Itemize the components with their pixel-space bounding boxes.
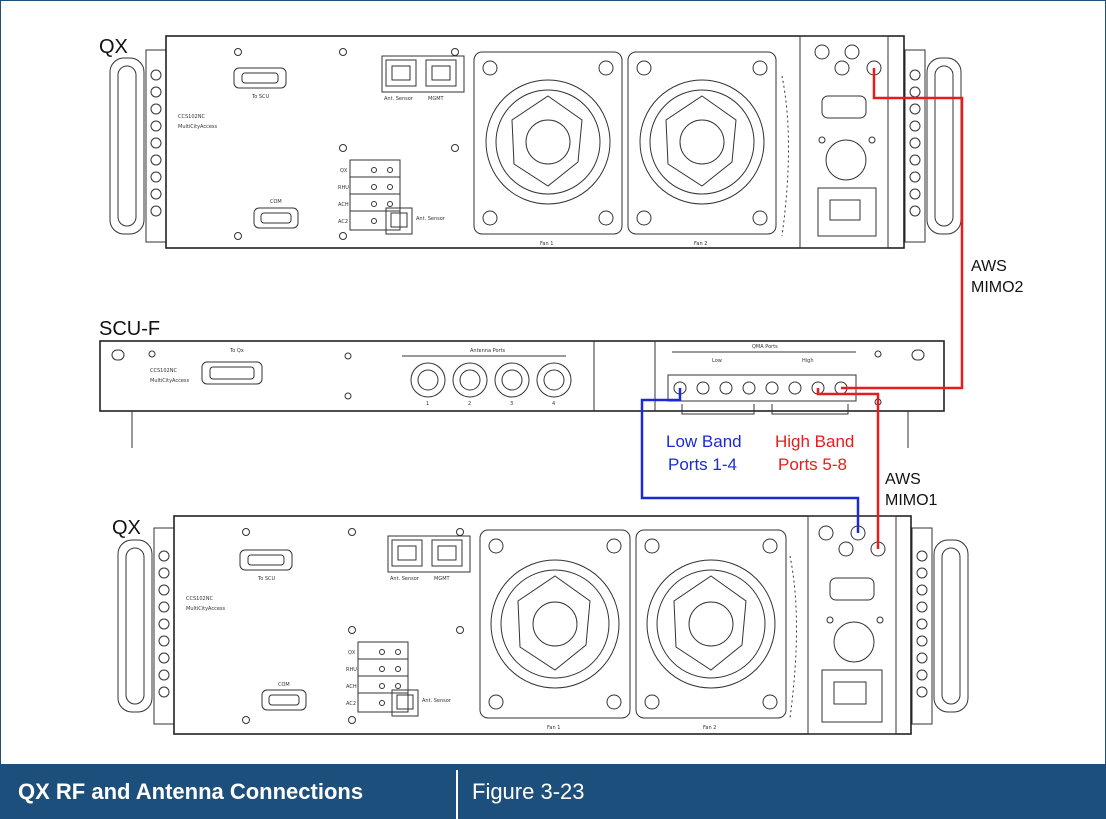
- svg-text:AC2: AC2: [338, 219, 348, 225]
- aws-mimo2-label-line1: AWS: [971, 258, 1007, 275]
- left-handle-bottom: [118, 528, 174, 724]
- svg-text:MultiCityAccess: MultiCityAccess: [186, 606, 226, 612]
- svg-text:Fan 1: Fan 1: [547, 725, 560, 731]
- connection-diagram: QX To SCU CCS102NC MultiCityAccess COM A…: [0, 0, 1106, 764]
- aws-mimo1-label-line2: MIMO1: [885, 492, 938, 509]
- svg-text:MultiCityAccess: MultiCityAccess: [150, 378, 190, 384]
- svg-text:High: High: [802, 358, 814, 364]
- svg-text:RHU: RHU: [338, 185, 349, 191]
- caption-divider: [456, 770, 458, 819]
- qx-top-unit: QX To SCU CCS102NC MultiCityAccess COM A…: [99, 36, 961, 248]
- svg-text:QX: QX: [348, 650, 356, 656]
- svg-text:Ant. Sensor: Ant. Sensor: [390, 576, 420, 582]
- svg-text:Ant. Sensor: Ant. Sensor: [416, 216, 446, 222]
- svg-text:4: 4: [552, 401, 555, 407]
- svg-text:Low: Low: [712, 358, 722, 364]
- svg-text:QMA Ports: QMA Ports: [752, 344, 778, 350]
- caption-bar: QX RF and Antenna Connections Figure 3-2…: [0, 764, 1106, 819]
- aws-mimo2-label-line2: MIMO2: [971, 279, 1024, 296]
- scu-label: SCU-F: [99, 318, 160, 340]
- svg-text:ACH: ACH: [338, 202, 349, 208]
- low-band-label-line1: Low Band: [666, 432, 742, 451]
- svg-text:COM: COM: [270, 199, 282, 205]
- svg-text:To SCU: To SCU: [257, 576, 276, 582]
- svg-text:COM: COM: [278, 682, 290, 688]
- svg-text:Fan 2: Fan 2: [703, 725, 716, 731]
- qx-bottom-unit: QX To SCU CCS102NC MultiCityAccess COM A…: [112, 516, 968, 734]
- svg-text:3: 3: [510, 401, 513, 407]
- svg-text:ACH: ACH: [346, 684, 357, 690]
- qx-top-label: QX: [99, 36, 128, 58]
- right-handle-bottom: [912, 528, 968, 724]
- svg-text:Ant. Sensor: Ant. Sensor: [384, 96, 414, 102]
- low-band-label-line2: Ports 1-4: [668, 455, 737, 474]
- svg-text:RHU: RHU: [346, 667, 357, 673]
- right-handle-top: [905, 50, 961, 242]
- svg-text:1: 1: [426, 401, 429, 407]
- svg-text:Antenna Ports: Antenna Ports: [470, 348, 506, 354]
- svg-text:Ant. Sensor: Ant. Sensor: [422, 698, 452, 704]
- svg-text:2: 2: [468, 401, 471, 407]
- left-handle-top: [110, 50, 166, 242]
- svg-text:CCS102NC: CCS102NC: [150, 368, 177, 374]
- svg-text:CCS102NC: CCS102NC: [178, 114, 205, 120]
- caption-title: QX RF and Antenna Connections: [18, 764, 363, 819]
- svg-text:To Qx: To Qx: [229, 348, 244, 354]
- caption-figure-number: Figure 3-23: [472, 764, 585, 819]
- svg-text:Fan 1: Fan 1: [540, 241, 553, 247]
- aws-mimo1-label-line1: AWS: [885, 471, 921, 488]
- scu-f-unit: SCU-F CCS102NC MultiCityAccess To Qx Ant…: [99, 318, 944, 448]
- svg-text:CCS102NC: CCS102NC: [186, 596, 213, 602]
- svg-text:Fan 2: Fan 2: [694, 241, 707, 247]
- qx-bottom-chassis: [174, 516, 911, 734]
- high-band-label-line2: Ports 5-8: [778, 455, 847, 474]
- svg-text:MGMT: MGMT: [428, 96, 445, 102]
- qx-bottom-label: QX: [112, 517, 141, 539]
- high-band-label-line1: High Band: [775, 432, 854, 451]
- svg-text:To SCU: To SCU: [251, 94, 270, 100]
- svg-text:QX: QX: [340, 168, 348, 174]
- svg-text:MultiCityAccess: MultiCityAccess: [178, 124, 218, 130]
- svg-text:AC2: AC2: [346, 701, 356, 707]
- svg-text:MGMT: MGMT: [434, 576, 451, 582]
